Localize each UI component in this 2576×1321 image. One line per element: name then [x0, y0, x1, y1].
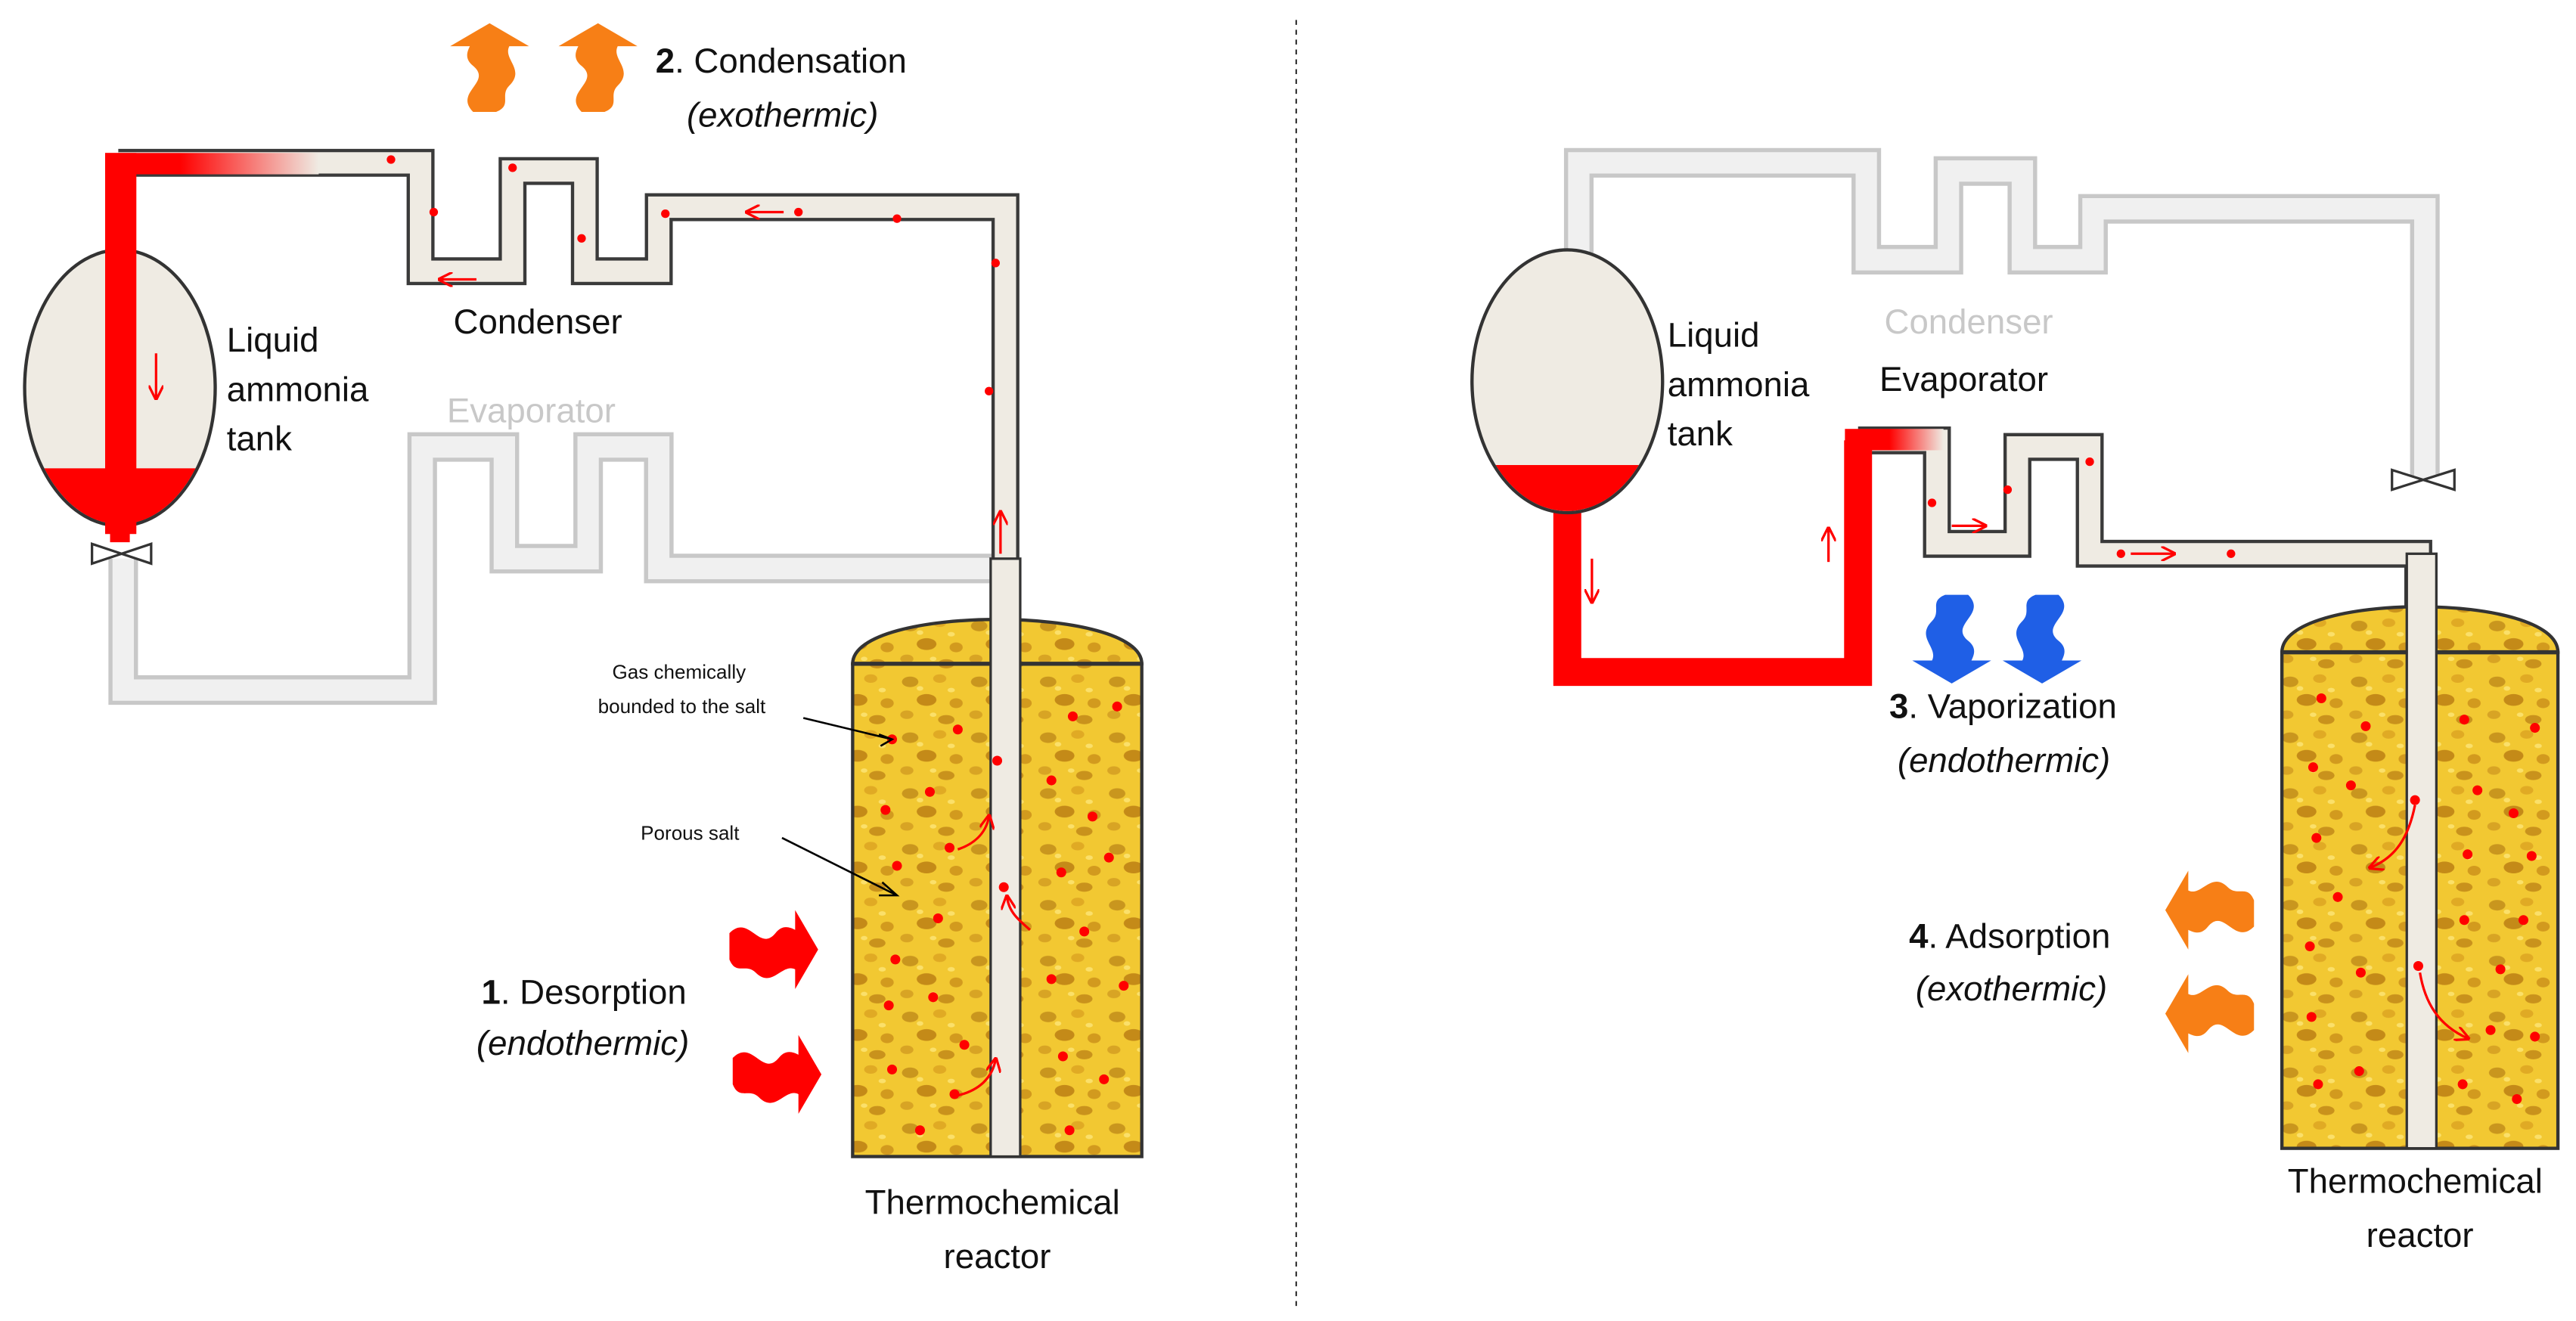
left-panel: Liquid ammonia tank Condenser Evaporator…: [23, 23, 1144, 1276]
left-valve-icon: [91, 526, 153, 566]
step3-sublabel: (endothermic): [1898, 741, 2110, 780]
porous-label-leader: [781, 836, 898, 897]
step1-label: 1. Desorption: [481, 972, 686, 1011]
gas-label-leader: [802, 717, 892, 741]
heat-in-icon-desorption-2: [732, 1034, 822, 1115]
right-ammonia-tank: [1470, 248, 1665, 515]
step2-sublabel: (exothermic): [687, 96, 878, 135]
porous-salt-label: Porous salt: [641, 821, 740, 844]
left-tank-label: Liquid ammonia tank: [227, 321, 378, 457]
heat-in-icon-desorption-1: [729, 910, 818, 989]
right-thermochemical-reactor: [2280, 552, 2560, 1150]
heat-out-icon-condensation-2: [558, 23, 638, 112]
heat-out-icon-adsorption-2: [2165, 974, 2255, 1053]
left-thermochemical-reactor: [851, 557, 1144, 1158]
left-evaporator-label: Evaporator: [447, 392, 616, 430]
right-evaporator-label: Evaporator: [1879, 360, 2048, 398]
right-panel: Liquid ammonia tank Condenser Evaporator…: [1470, 147, 2560, 1254]
step3-label: 3. Vaporization: [1889, 687, 2117, 726]
step4-label: 4. Adsorption: [1909, 917, 2110, 956]
right-reactor-label: Thermochemical reactor: [2288, 1161, 2553, 1254]
right-condenser-label: Condenser: [1885, 302, 2053, 341]
right-tank-label: Liquid ammonia tank: [1668, 316, 1819, 453]
right-liquid-line: [1553, 440, 1873, 687]
step1-sublabel: (endothermic): [476, 1024, 689, 1062]
heat-out-icon-adsorption-1: [2165, 870, 2255, 950]
step4-sublabel: (exothermic): [1916, 969, 2107, 1008]
heat-in-icon-vaporization-1: [1912, 594, 1991, 684]
left-tank-inlet-pipe: [105, 153, 137, 535]
gas-chemically-bound-label: Gas chemically bounded to the salt: [598, 660, 766, 718]
step2-label: 2. Condensation: [656, 42, 907, 80]
heat-in-icon-vaporization-2: [2002, 594, 2082, 684]
heat-out-icon-condensation-1: [450, 23, 529, 112]
left-condenser-label: Condenser: [454, 302, 622, 341]
right-valve-icon: [2391, 468, 2456, 491]
left-reactor-label: Thermochemical reactor: [865, 1183, 1130, 1276]
